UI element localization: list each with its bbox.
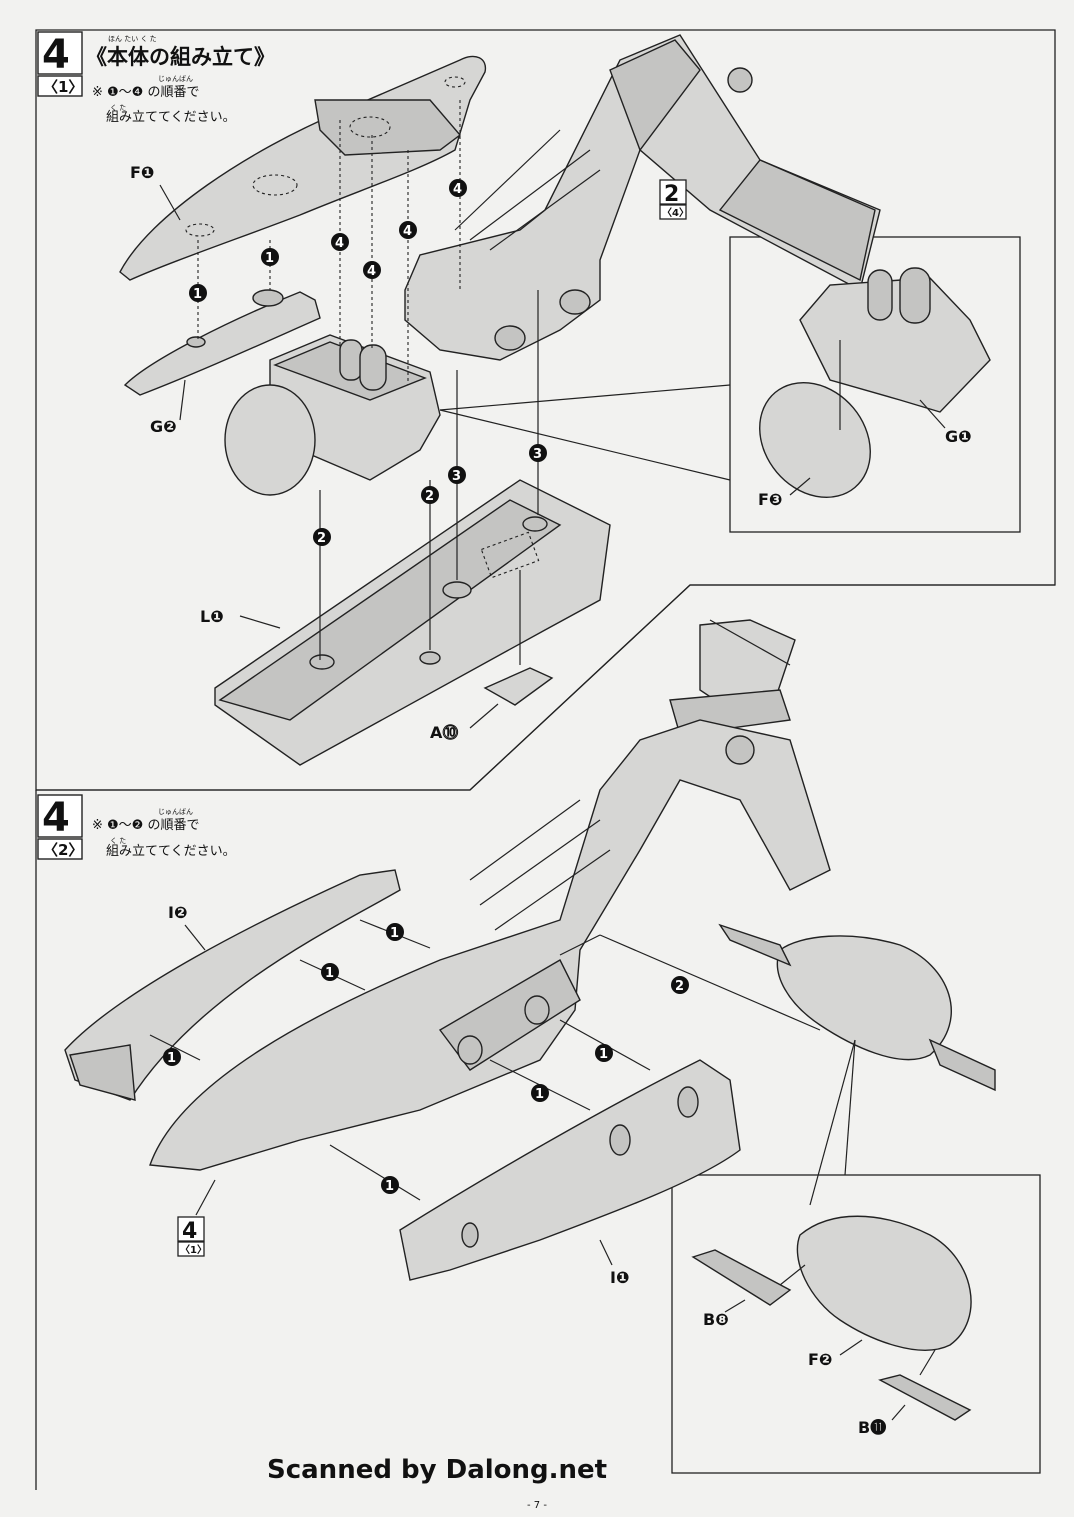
part-a10 (483, 667, 554, 706)
badge2-1c: 1 (167, 1051, 176, 1066)
step2-header: 4 〈2〉 じゅんばん ※ ❶～❷ の順番で く た 組み立ててください。 (37, 794, 236, 860)
label-f2: F❷ (808, 1350, 832, 1369)
step2-note-line2: 組み立ててください。 (106, 844, 236, 859)
label-a10: A⓾ (430, 723, 458, 742)
part-b8 (691, 1249, 792, 1306)
step1-header: 4 〈1〉 ほん たい く た 《本体の組み立て》 じゅんばん ※ ❶～❹ の順… (37, 31, 275, 125)
badge2-2a: 2 (675, 979, 684, 994)
step1-diagram: 1 1 2 2 3 3 4 4 4 4 2 〈4〉 F❶ G❷ L❶ A⓾ G❶… (119, 34, 991, 766)
step2-sub: 〈2〉 (43, 841, 83, 859)
badge-2b: 2 (425, 489, 434, 504)
badge-3b: 3 (533, 447, 542, 462)
badge-1a: 1 (193, 287, 202, 302)
badge2-1e: 1 (535, 1087, 544, 1102)
label-f3: F❸ (758, 490, 782, 509)
step1-note-ruby2: く た (110, 104, 126, 112)
step2-ref-sub: 〈1〉 (180, 1243, 207, 1256)
label-g2: G❷ (150, 417, 177, 436)
label-i2: I❷ (168, 903, 188, 922)
label-i1: I❶ (610, 1268, 630, 1287)
label-b8: B❽ (703, 1310, 729, 1329)
step1-title-ruby: ほん たい く た (108, 35, 157, 43)
step1-note-ruby1: じゅんばん (158, 74, 193, 83)
part-g1 (799, 277, 991, 413)
badge-4a: 4 (335, 236, 344, 251)
part-g2 (123, 291, 321, 396)
badge-4b: 4 (367, 264, 376, 279)
step-frames (35, 29, 1056, 1490)
step1-sub: 〈1〉 (43, 78, 83, 96)
badge2-1a: 1 (390, 926, 399, 941)
badge2-1b: 1 (325, 966, 334, 981)
step1-order-badges: 1 1 2 2 3 3 4 4 4 4 (189, 179, 547, 546)
part-i1 (399, 1059, 741, 1281)
badge-3a: 3 (452, 469, 461, 484)
part-i2 (64, 869, 401, 1101)
badge-4c: 4 (403, 224, 412, 239)
step2-note-ruby1: じゅんばん (158, 807, 193, 816)
bridge-tower (699, 619, 796, 711)
badge-4d: 4 (453, 182, 462, 197)
step2-note-ruby2: く た (110, 837, 126, 845)
ship-body (149, 719, 831, 1171)
part-b11 (878, 1374, 972, 1421)
part-f3 (759, 381, 871, 499)
step2-number: 4 (42, 795, 70, 841)
label-b11: B⓫ (858, 1418, 886, 1437)
badge2-1f: 1 (385, 1179, 394, 1194)
step2-note-line1: ※ ❶～❷ の順番で (92, 818, 199, 833)
step2-order-badges: 1 1 1 1 1 1 2 (163, 923, 689, 1194)
label-g1: G❶ (945, 427, 972, 446)
badge2-1d: 1 (599, 1047, 608, 1062)
step2-ref-number: 4 (182, 1219, 197, 1244)
step1-note-line1: ※ ❶～❹ の順番で (92, 85, 199, 100)
step1-ref-sub: 〈4〉 (662, 206, 689, 219)
step1-note-line2: 組み立ててください。 (106, 110, 236, 125)
label-l1: L❶ (200, 607, 224, 626)
step1-number: 4 (42, 32, 70, 78)
step2-diagram: 1 1 1 1 1 1 2 4 〈1〉 I❷ I❶ B❽ F❷ B⓫ (64, 619, 996, 1437)
page-number: - 7 - (527, 1500, 547, 1511)
step1-title: 《本体の組み立て》 (86, 45, 275, 69)
part-wing-pod (776, 935, 952, 1061)
badge-1b: 1 (265, 251, 274, 266)
label-f1: F❶ (130, 163, 154, 182)
scan-credit: Scanned by Dalong.net (267, 1455, 607, 1485)
badge-2a: 2 (317, 531, 326, 546)
footer: Scanned by Dalong.net - 7 - (267, 1455, 607, 1511)
part-f2 (796, 1215, 972, 1351)
step1-ref-number: 2 (664, 182, 679, 207)
